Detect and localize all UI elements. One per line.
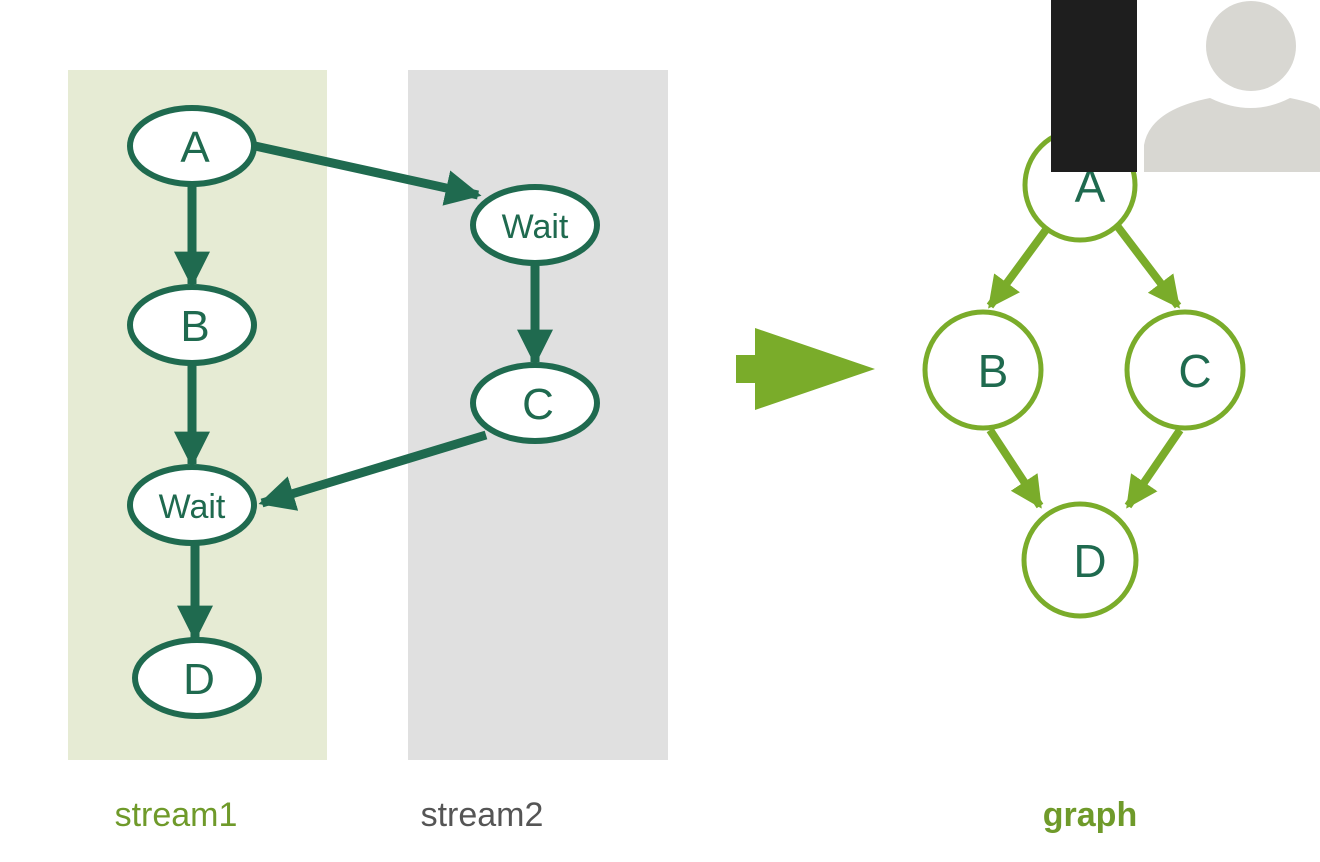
graph-node-c xyxy=(1124,309,1246,431)
node-wait-stream1 xyxy=(127,464,257,546)
node-d xyxy=(132,637,262,719)
graph-node-d-label: D xyxy=(1073,535,1106,587)
video-black-tile xyxy=(1051,0,1137,172)
node-wait-stream2 xyxy=(470,184,600,266)
stream1-label: stream1 xyxy=(115,796,238,834)
person-avatar-icon xyxy=(1144,1,1320,172)
node-c xyxy=(470,362,600,444)
node-b-label: B xyxy=(180,302,209,351)
edge-a-wait2 xyxy=(254,141,482,206)
transform-arrow-icon xyxy=(736,328,875,410)
graph-edge-a-b xyxy=(986,224,1052,309)
node-c-label: C xyxy=(522,380,554,429)
edge-c-wait xyxy=(258,430,488,511)
node-b xyxy=(127,284,257,366)
node-a-label: A xyxy=(180,123,210,172)
graph-node-b-label: B xyxy=(978,345,1009,397)
node-d-label: D xyxy=(183,655,215,704)
graph-node-d xyxy=(1021,501,1139,619)
graph-edge-a-c xyxy=(1114,224,1182,309)
graph-edge-c-d xyxy=(1124,427,1184,509)
stream2-label: stream2 xyxy=(421,796,544,834)
node-wait-label: Wait xyxy=(159,488,226,526)
graph-node-c-label: C xyxy=(1178,345,1211,397)
node-wait2-label: Wait xyxy=(502,208,569,246)
graph-edge-b-d xyxy=(986,427,1044,509)
video-overlay xyxy=(1051,0,1320,172)
graph-label: graph xyxy=(1043,796,1137,834)
node-a xyxy=(127,105,257,187)
graph-node-b xyxy=(922,309,1044,431)
